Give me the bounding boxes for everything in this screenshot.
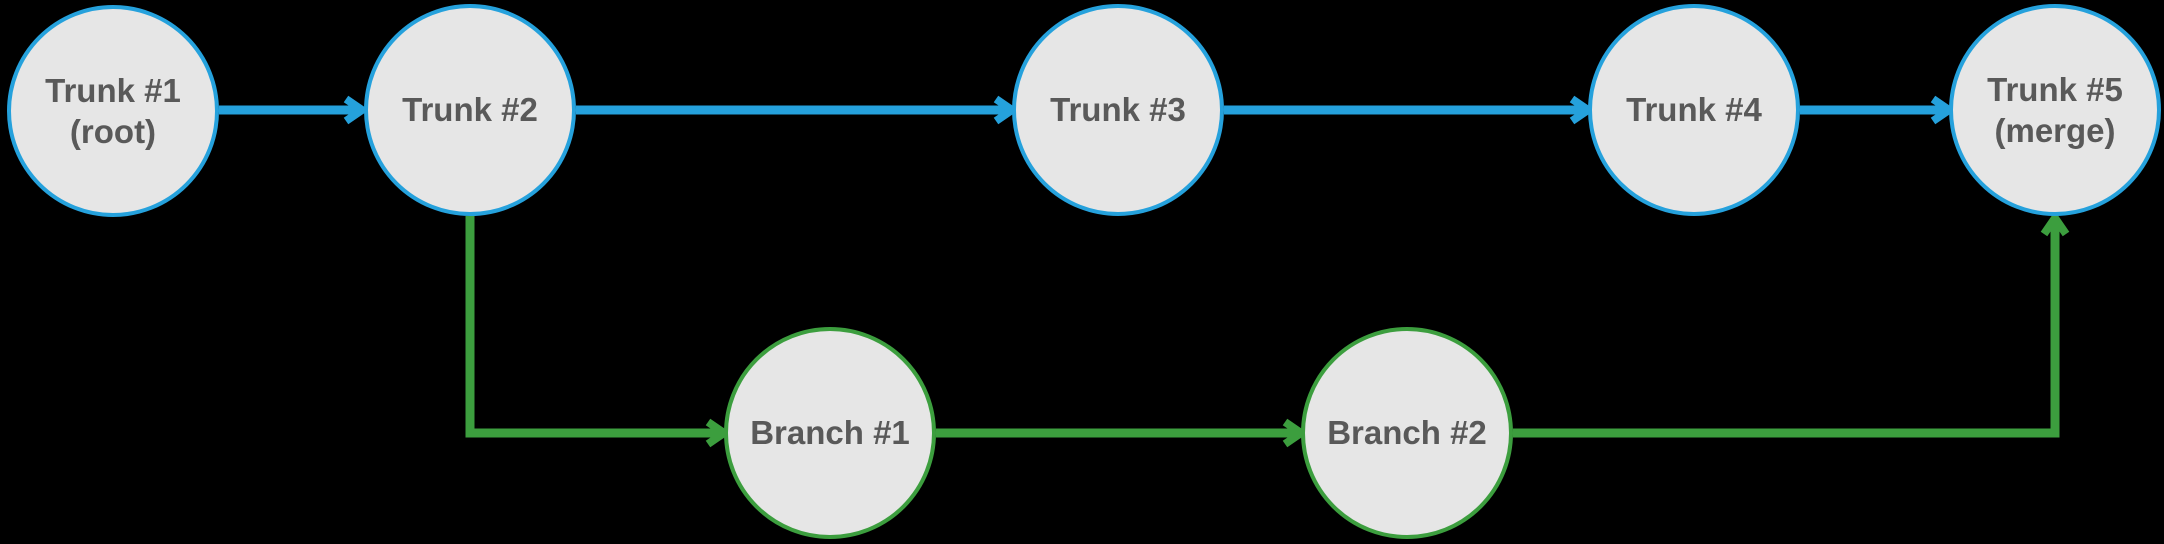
node-branch-2: Branch #2	[1301, 327, 1513, 539]
edge-branch2-to-trunk5	[1513, 210, 2070, 438]
node-trunk-1: Trunk #1 (root)	[7, 5, 219, 217]
node-label: (merge)	[1994, 112, 2116, 149]
node-label: Trunk #4	[1626, 91, 1762, 129]
node-label: Branch #1	[750, 414, 910, 452]
node-trunk-3: Trunk #3	[1012, 4, 1224, 216]
node-label: Trunk #2	[402, 91, 538, 129]
node-trunk-2: Trunk #2	[364, 4, 576, 216]
node-label: Trunk #3	[1050, 91, 1186, 129]
node-label: Trunk #5	[1987, 70, 2123, 108]
node-trunk-4: Trunk #4	[1588, 4, 1800, 216]
node-branch-1: Branch #1	[724, 327, 936, 539]
node-label: (root)	[69, 113, 157, 150]
node-label: Branch #2	[1327, 414, 1487, 452]
node-label: Trunk #1	[45, 71, 181, 109]
node-trunk-5: Trunk #5 (merge)	[1949, 4, 2161, 216]
edge-trunk2-to-branch1	[465, 216, 732, 448]
